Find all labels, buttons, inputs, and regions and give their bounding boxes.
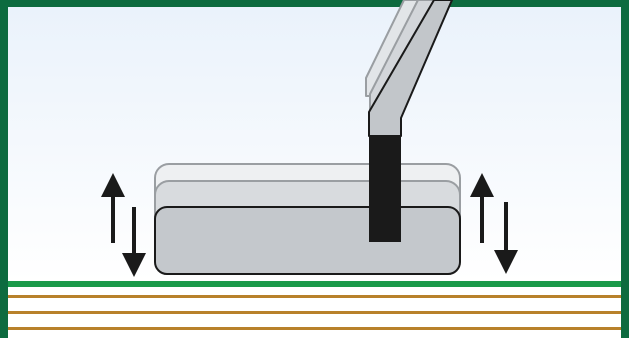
soil-stripe	[8, 311, 621, 314]
putter-head	[155, 207, 460, 274]
frame-left-border	[0, 0, 8, 338]
ground-line	[8, 281, 621, 287]
soil-stripe	[8, 327, 621, 330]
soil-stripe	[8, 295, 621, 298]
putter-hosel	[369, 136, 401, 242]
frame-right-border	[621, 0, 629, 338]
frame-top-border	[0, 0, 629, 7]
